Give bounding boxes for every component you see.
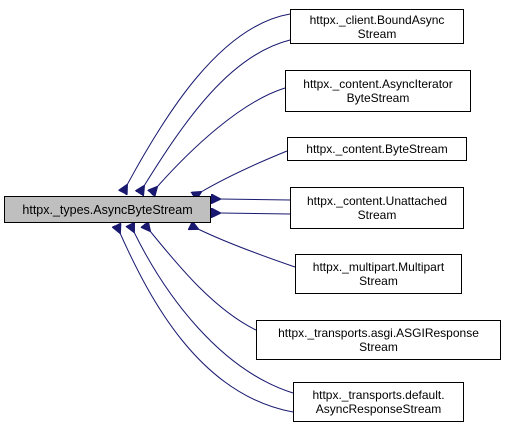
- derived-class-label-line1: httpx._transports.asgi.ASGIResponse: [278, 326, 479, 340]
- derived-class-multipart-stream[interactable]: httpx._multipart.Multipart Stream: [295, 254, 462, 294]
- edge-async-response-stream-outer: [120, 233, 294, 413]
- derived-class-label-line2: Stream: [357, 208, 397, 222]
- derived-class-label-line2: AsyncResponseStream: [315, 402, 442, 416]
- edge-unattached-stream-upper: [220, 199, 291, 200]
- derived-class-label-line1: httpx._content.Unattached: [306, 194, 448, 208]
- derived-class-label-line2: Stream: [357, 26, 397, 41]
- base-class-label: httpx._types.AsyncByteStream: [22, 202, 193, 217]
- derived-class-label-line2: ByteStream: [346, 91, 410, 105]
- edge-async-response-stream: [134, 232, 294, 394]
- derived-class-unattached-stream[interactable]: httpx._content.Unattached Stream: [290, 187, 464, 229]
- derived-class-label-line2: Stream: [359, 274, 398, 288]
- derived-class-async-iterator-byte-stream[interactable]: httpx._content.AsyncIterator ByteStream: [285, 70, 471, 112]
- derived-class-label-line1: httpx._multipart.Multipart: [312, 260, 445, 274]
- derived-class-async-response-stream[interactable]: httpx._transports.default. AsyncResponse…: [293, 382, 464, 422]
- derived-class-bound-async-stream[interactable]: httpx._client.BoundAsync Stream: [290, 9, 464, 44]
- derived-class-byte-stream[interactable]: httpx._content.ByteStream: [287, 137, 467, 161]
- edge-asgi-response-stream: [150, 231, 257, 331]
- inheritance-edges: [120, 13, 296, 413]
- derived-class-label-line1: httpx._client.BoundAsync: [309, 12, 445, 27]
- edge-multipart-stream: [198, 229, 296, 268]
- base-class-node[interactable]: httpx._types.AsyncByteStream: [4, 196, 211, 223]
- derived-class-label-line1: httpx._content.AsyncIterator: [303, 77, 453, 91]
- edge-async-iterator-byte-stream: [157, 87, 286, 187]
- derived-class-label-line1: httpx._content.ByteStream: [306, 142, 448, 156]
- derived-class-label-line2: Stream: [359, 340, 398, 354]
- derived-class-asgi-response-stream[interactable]: httpx._transports.asgi.ASGIResponse Stre…: [256, 320, 501, 360]
- edge-bound-async-stream-return: [144, 39, 291, 186]
- edge-unattached-stream-lower: [220, 213, 291, 214]
- edge-bound-async-stream: [127, 13, 291, 185]
- derived-class-label-line1: httpx._transports.default.: [312, 388, 445, 402]
- edge-byte-stream: [201, 150, 288, 192]
